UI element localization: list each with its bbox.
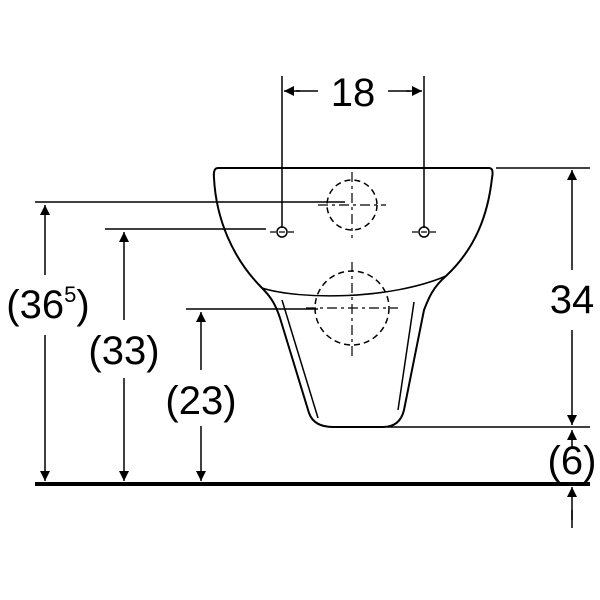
- overall-height-superscript: 5: [64, 282, 76, 307]
- pedestal-inner-line: [281, 299, 319, 419]
- drain-height-label: (23): [165, 379, 236, 423]
- pedestal-inner-line-right: [397, 301, 415, 411]
- rim-height-dimension: [105, 228, 266, 481]
- rim-height-label: (33): [88, 329, 159, 373]
- inlet-circle: [318, 172, 386, 238]
- drain-circle: [306, 262, 398, 356]
- floor-gap-label: (6): [548, 439, 597, 483]
- overall-height-dimension: [35, 201, 345, 481]
- spacing-label: 18: [331, 71, 376, 115]
- bowl-rim-curve: [261, 275, 447, 297]
- overall-height-suffix: ): [76, 283, 89, 327]
- floor-gap-dimension: [388, 426, 590, 528]
- drain-height-dimension: [186, 308, 318, 481]
- overall-height-label: (365): [6, 282, 89, 327]
- total-height-dimension: [496, 167, 590, 425]
- toilet-bowl-outline: [212, 167, 494, 428]
- overall-height-prefix: (36: [6, 283, 64, 327]
- total-height-label: 34: [550, 278, 595, 322]
